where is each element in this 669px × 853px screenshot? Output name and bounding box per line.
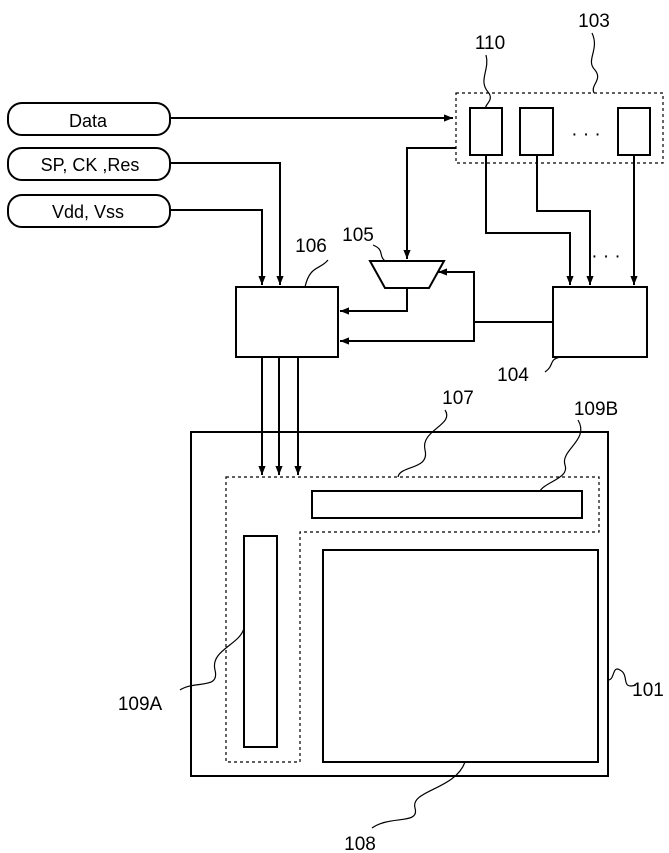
label-107: 107 bbox=[442, 388, 474, 409]
label-103: 103 bbox=[578, 11, 610, 32]
arrow-105-to-106 bbox=[340, 288, 407, 311]
panel-101 bbox=[191, 432, 608, 776]
label-104: 104 bbox=[497, 365, 529, 386]
label-105: 105 bbox=[342, 225, 374, 246]
label-109B: 109B bbox=[574, 399, 618, 420]
arrow-110-to-104-b bbox=[537, 155, 590, 285]
arrow-103-to-105 bbox=[407, 148, 456, 259]
arrow-104-to-105 bbox=[438, 272, 553, 322]
sp-ck-res-arrow bbox=[170, 163, 280, 285]
arrow-110-to-104-a bbox=[486, 155, 570, 285]
block-106 bbox=[236, 287, 338, 357]
block-110-b bbox=[520, 108, 553, 155]
label-110: 110 bbox=[475, 33, 505, 54]
ellipsis-103: · · · bbox=[571, 124, 601, 145]
driver-109B bbox=[312, 491, 582, 518]
label-109A: 109A bbox=[118, 694, 163, 715]
driver-109A bbox=[244, 536, 277, 747]
label-108: 108 bbox=[344, 834, 376, 853]
ellipsis-104: · · · bbox=[591, 246, 621, 267]
data-input-label: Data bbox=[69, 111, 108, 131]
pixel-area-108 bbox=[323, 550, 598, 762]
block-110 bbox=[470, 108, 502, 155]
vdd-vss-input-label: Vdd, Vss bbox=[52, 202, 124, 222]
block-105 bbox=[370, 261, 444, 288]
arrow-104-to-106 bbox=[340, 322, 474, 341]
block-110-n bbox=[618, 108, 650, 155]
block-104 bbox=[553, 287, 647, 357]
sp-ck-res-input-label: SP, CK ,Res bbox=[41, 155, 140, 175]
label-101: 101 bbox=[632, 680, 664, 701]
driver-region-107 bbox=[226, 477, 599, 762]
vdd-vss-arrow bbox=[170, 210, 262, 285]
label-106: 106 bbox=[295, 236, 327, 257]
